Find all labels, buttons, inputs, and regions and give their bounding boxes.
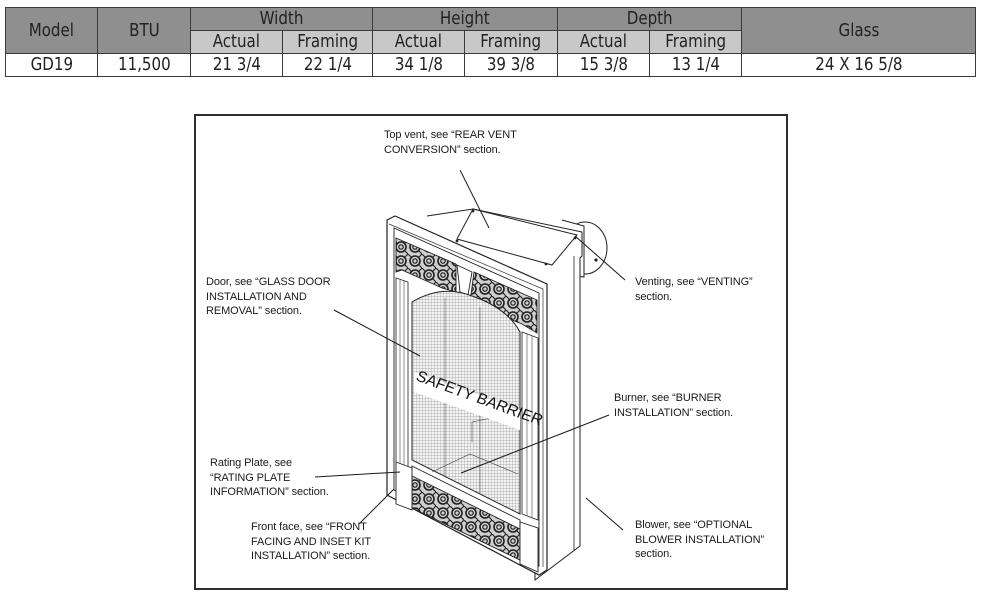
cell-depth-framing: 13 1/4	[649, 53, 743, 77]
safety-screen: SAFETY BARRIER	[411, 290, 545, 515]
leader-blower	[585, 497, 624, 531]
fireplace-diagram: SAFETY BARRIER Top vent, see “REAR VENT …	[194, 114, 788, 590]
callout-top-vent: Top vent, see “REAR VENT CONVERSION” sec…	[384, 129, 517, 156]
header-row-sub: Actual Framing Actual Framing Actual Fra…	[6, 30, 976, 54]
leader-top-vent	[459, 169, 490, 229]
header-depth-actual: Actual	[557, 30, 651, 54]
top-ornament	[395, 237, 538, 334]
header-depth: Depth	[557, 7, 743, 31]
leader-door	[333, 309, 421, 357]
leader-front-face	[358, 488, 395, 525]
callout-blower: Blower, see “OPTIONAL BLOWER INSTALLATIO…	[635, 519, 765, 560]
cell-height-actual: 34 1/8	[372, 53, 466, 77]
header-height-framing: Framing	[464, 30, 559, 54]
header-model: Model	[5, 7, 98, 54]
leader-rating-plate	[314, 471, 401, 478]
specifications-table: Model BTU Width Height Depth Glass Actua…	[5, 7, 977, 77]
cell-btu: 11,500	[97, 53, 191, 77]
cell-width-framing: 22 1/4	[281, 53, 374, 77]
leader-lines	[314, 169, 626, 531]
callout-venting: Venting, see “VENTING” section.	[635, 276, 753, 303]
callout-door: Door, see “GLASS DOOR INSTALLATION AND R…	[206, 276, 331, 317]
header-width: Width	[189, 7, 374, 31]
header-width-actual: Actual	[190, 30, 283, 54]
bottom-ornament	[395, 461, 539, 573]
header-glass: Glass	[741, 7, 977, 54]
table-row: GD19 11,500 21 3/4 22 1/4 34 1/8 39 3/8 …	[5, 53, 977, 77]
header-row-top: Model BTU Width Height Depth Glass	[5, 7, 977, 54]
cell-glass: 24 X 16 5/8	[741, 53, 977, 77]
callout-front-face: Front face, see “FRONT FACING AND INSET …	[251, 521, 372, 562]
leader-venting	[574, 235, 626, 281]
fireplace-illustration: SAFETY BARRIER	[314, 169, 626, 582]
cell-model: GD19	[5, 53, 98, 77]
cell-width-actual: 21 3/4	[190, 53, 283, 77]
pilasters	[395, 277, 539, 521]
cell-depth-actual: 15 3/8	[557, 53, 651, 77]
header-width-framing: Framing	[281, 30, 374, 54]
header-height: Height	[372, 7, 559, 31]
cell-height-framing: 39 3/8	[464, 53, 559, 77]
leader-burner	[460, 414, 610, 474]
header-depth-framing: Framing	[649, 30, 743, 54]
callout-burner: Burner, see “BURNER INSTALLATION” sectio…	[614, 392, 734, 419]
callout-rating-plate: Rating Plate, see “RATING PLATE INFORMAT…	[210, 457, 329, 498]
header-btu: BTU	[97, 7, 191, 54]
header-height-actual: Actual	[372, 30, 466, 54]
